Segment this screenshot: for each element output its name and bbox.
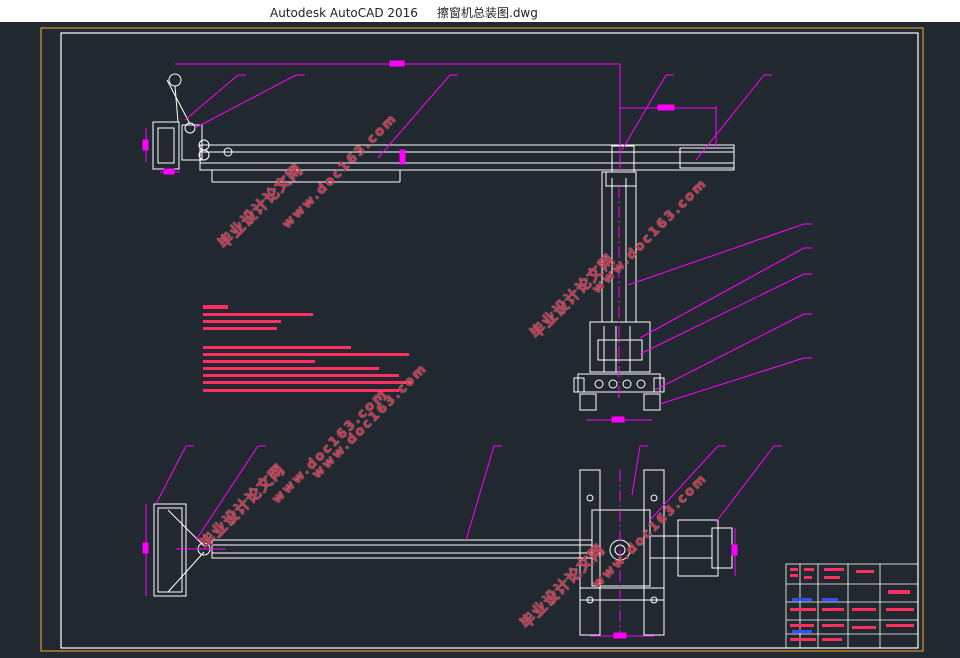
technical-notes [203,305,411,392]
sheet-inner-frame [60,32,919,649]
app-name: Autodesk AutoCAD 2016 [270,6,418,20]
cad-drawing [40,27,924,652]
plan-dimensions [142,470,738,639]
title-block [785,563,919,649]
title-bar: Autodesk AutoCAD 2016 擦窗机总装图.dwg [0,0,960,22]
plan-leaders [155,445,782,541]
sheet-outer-frame [40,27,924,652]
title-block-blue-marks [792,598,838,633]
drawing-canvas[interactable]: 毕业设计论文网 www.doc163.com 毕业设计论文网 www.doc16… [0,22,960,658]
file-name: 擦窗机总装图.dwg [437,6,538,20]
title-block-text [790,568,914,641]
elevation-dimensions [142,60,717,423]
elevation-view [152,73,735,411]
elevation-leaders [184,74,812,405]
window-title: Autodesk AutoCAD 2016 擦窗机总装图.dwg [270,4,538,21]
